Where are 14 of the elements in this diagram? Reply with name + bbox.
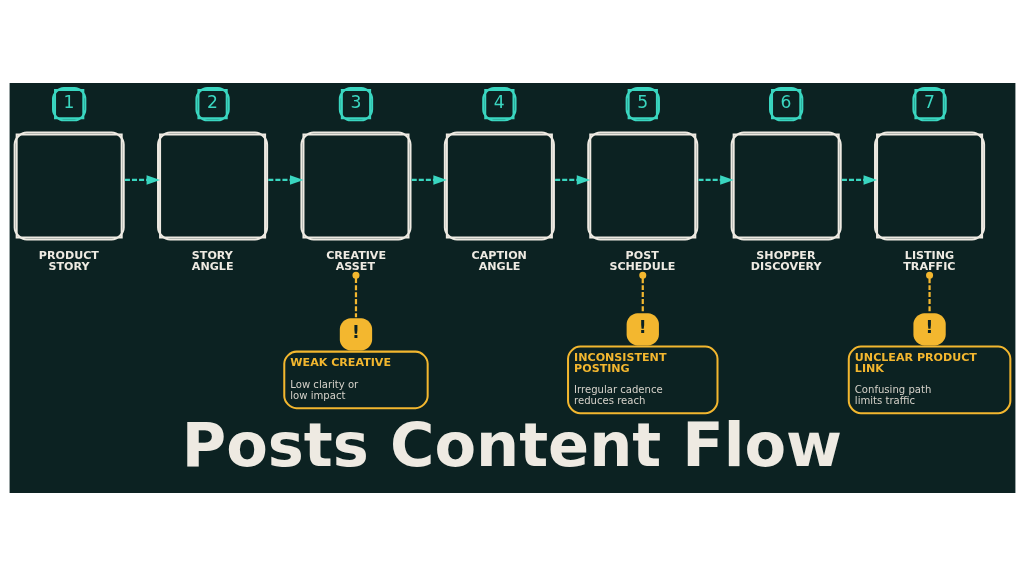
node-label: CREATIVE ASSET — [325, 248, 386, 273]
node-label: 2 — [206, 92, 218, 113]
node-label: POST SCHEDULE — [608, 248, 675, 273]
node-label: CAPTION ANGLE — [471, 248, 527, 273]
node-label: STORY ANGLE — [191, 248, 233, 273]
node-label: 7 — [923, 92, 935, 113]
node-label: 6 — [780, 92, 792, 113]
node-label: SHOPPER DISCOVERY — [750, 248, 822, 273]
node-label: 4 — [493, 92, 505, 113]
node-label: LISTING TRAFFIC — [902, 248, 955, 273]
node-label: 3 — [349, 92, 361, 113]
node-label: 1 — [63, 92, 75, 113]
node-label: 5 — [636, 92, 648, 113]
node-label: PRODUCT STORY — [38, 248, 99, 273]
